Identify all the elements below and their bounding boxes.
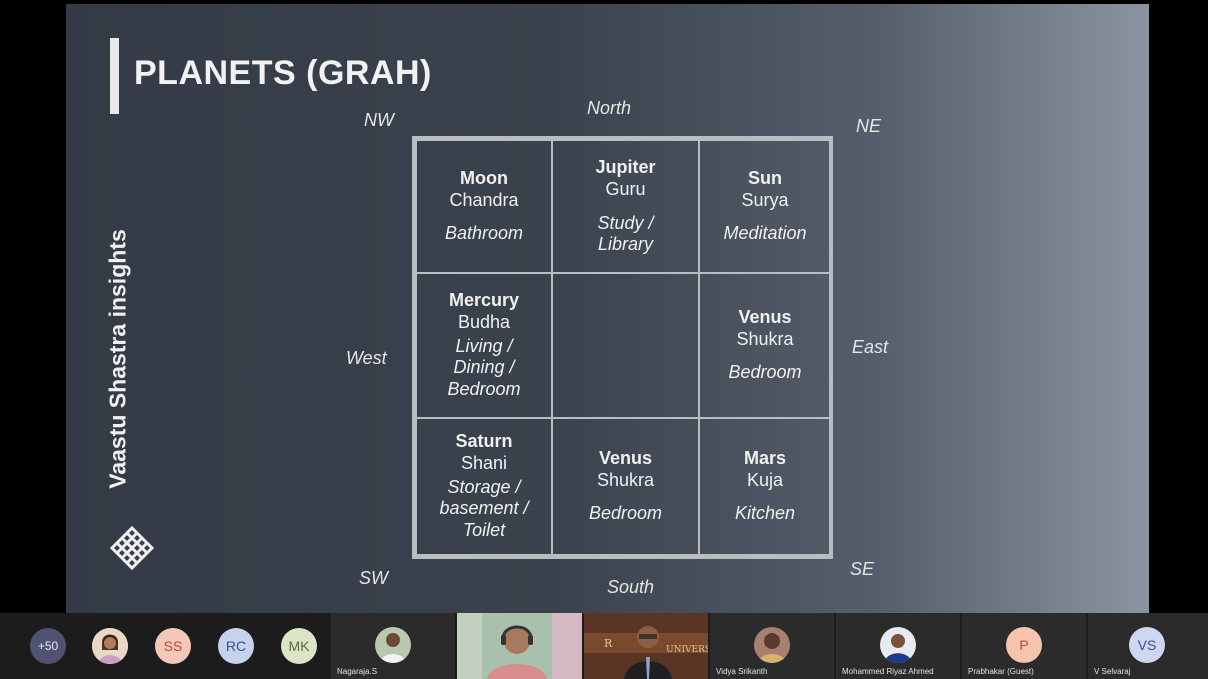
vaastu-grid: Moon Chandra Bathroom Jupiter Guru Study… [412,136,833,559]
title-accent-bar [110,38,119,114]
participant-video-tile[interactable] [457,613,582,679]
more-participants-button[interactable]: +50 [30,628,66,664]
endless-knot-logo-icon [109,525,155,571]
direction-se: SE [850,559,875,579]
participant-name: Prabhakar (Guest) [968,667,1034,676]
university-logo-text: UNIVERSITY [666,645,708,655]
room-name: Living / Dining / Bedroom [447,335,521,400]
planet-name: Venus [598,447,653,468]
participant-name: Nagaraja.S [337,667,378,676]
participant-tile[interactable]: Mohammed Riyaz Ahmed [836,613,960,679]
participants-strip: +50 SS RC MK Nagaraja.S [0,613,1208,679]
grid-cell-sw: Saturn Shani Storage / basement / Toilet [416,418,552,555]
direction-ne: NE [856,116,882,136]
planet-name: Moon [460,167,508,188]
direction-west: West [346,348,387,368]
participant-tile[interactable]: Vidya Srikanth [710,613,834,679]
svg-text:R: R [604,637,613,650]
participant-bubble-mk[interactable]: MK [281,628,317,664]
grid-cell-n: Jupiter Guru Study / Library [552,140,699,273]
direction-north: North [587,98,632,118]
grid-cell-w: Mercury Budha Living / Dining / Bedroom [416,273,552,418]
room-name: Bedroom [588,503,663,524]
planet-name: Mercury [448,289,520,310]
video-feed-icon: R UNIVERSITY [584,613,708,679]
grid-cell-e: Venus Shukra Bedroom [699,273,831,418]
direction-nw: NW [364,110,394,130]
participant-initial-avatar: P [1006,627,1042,663]
sanskrit-name: Guru [605,178,646,199]
participant-tile[interactable]: VS V Selvaraj [1088,613,1208,679]
sanskrit-name: Shukra [736,328,794,349]
grid-cell-nw: Moon Chandra Bathroom [416,140,552,273]
participant-bubble-ss[interactable]: SS [155,628,191,664]
participant-name: V Selvaraj [1094,667,1131,676]
room-name: Kitchen [734,503,796,524]
participant-avatar-photo[interactable] [92,628,128,664]
slide-side-title: Vaastu Shastra insights [104,229,131,489]
grid-cell-center [552,273,699,418]
participant-name: Vidya Srikanth [716,667,768,676]
sanskrit-name: Kuja [746,469,784,490]
sanskrit-name: Shani [460,452,508,473]
sanskrit-name: Shukra [596,469,655,490]
planet-name: Sun [748,167,782,188]
planet-name: Mars [743,447,787,468]
participant-tile[interactable]: P Prabhakar (Guest) [962,613,1086,679]
participant-video-tile[interactable]: R UNIVERSITY [584,613,708,679]
direction-south: South [607,577,655,597]
shared-slide: PLANETS (GRAH) Vaastu Shastra insights N… [66,4,1149,613]
sanskrit-name: Budha [457,311,511,332]
grid-cell-ne: Sun Surya Meditation [699,140,831,273]
room-name: Study / Library [597,212,654,255]
person-photo-icon [880,627,916,663]
planet-name: Jupiter [595,156,656,177]
direction-sw: SW [359,568,388,588]
grid-cell-s: Venus Shukra Bedroom [552,418,699,555]
room-name: Bedroom [728,362,802,383]
room-name: Meditation [723,223,807,244]
room-name: Storage / basement / Toilet [439,476,529,541]
participant-initial-avatar: VS [1129,627,1165,663]
planet-name: Venus [738,306,792,327]
room-name: Bathroom [444,223,524,244]
sanskrit-name: Chandra [449,189,519,210]
sanskrit-name: Surya [741,189,789,210]
grid-cell-se: Mars Kuja Kitchen [699,418,831,555]
planet-name: Saturn [455,430,513,451]
person-photo-icon [375,627,411,663]
person-photo-icon [92,628,128,664]
participant-tile[interactable]: Nagaraja.S [331,613,455,679]
video-feed-icon [457,613,582,679]
participant-bubble-rc[interactable]: RC [218,628,254,664]
person-photo-icon [754,627,790,663]
participant-name: Mohammed Riyaz Ahmed [842,667,934,676]
slide-title: PLANETS (GRAH) [134,54,432,92]
direction-east: East [852,337,889,357]
